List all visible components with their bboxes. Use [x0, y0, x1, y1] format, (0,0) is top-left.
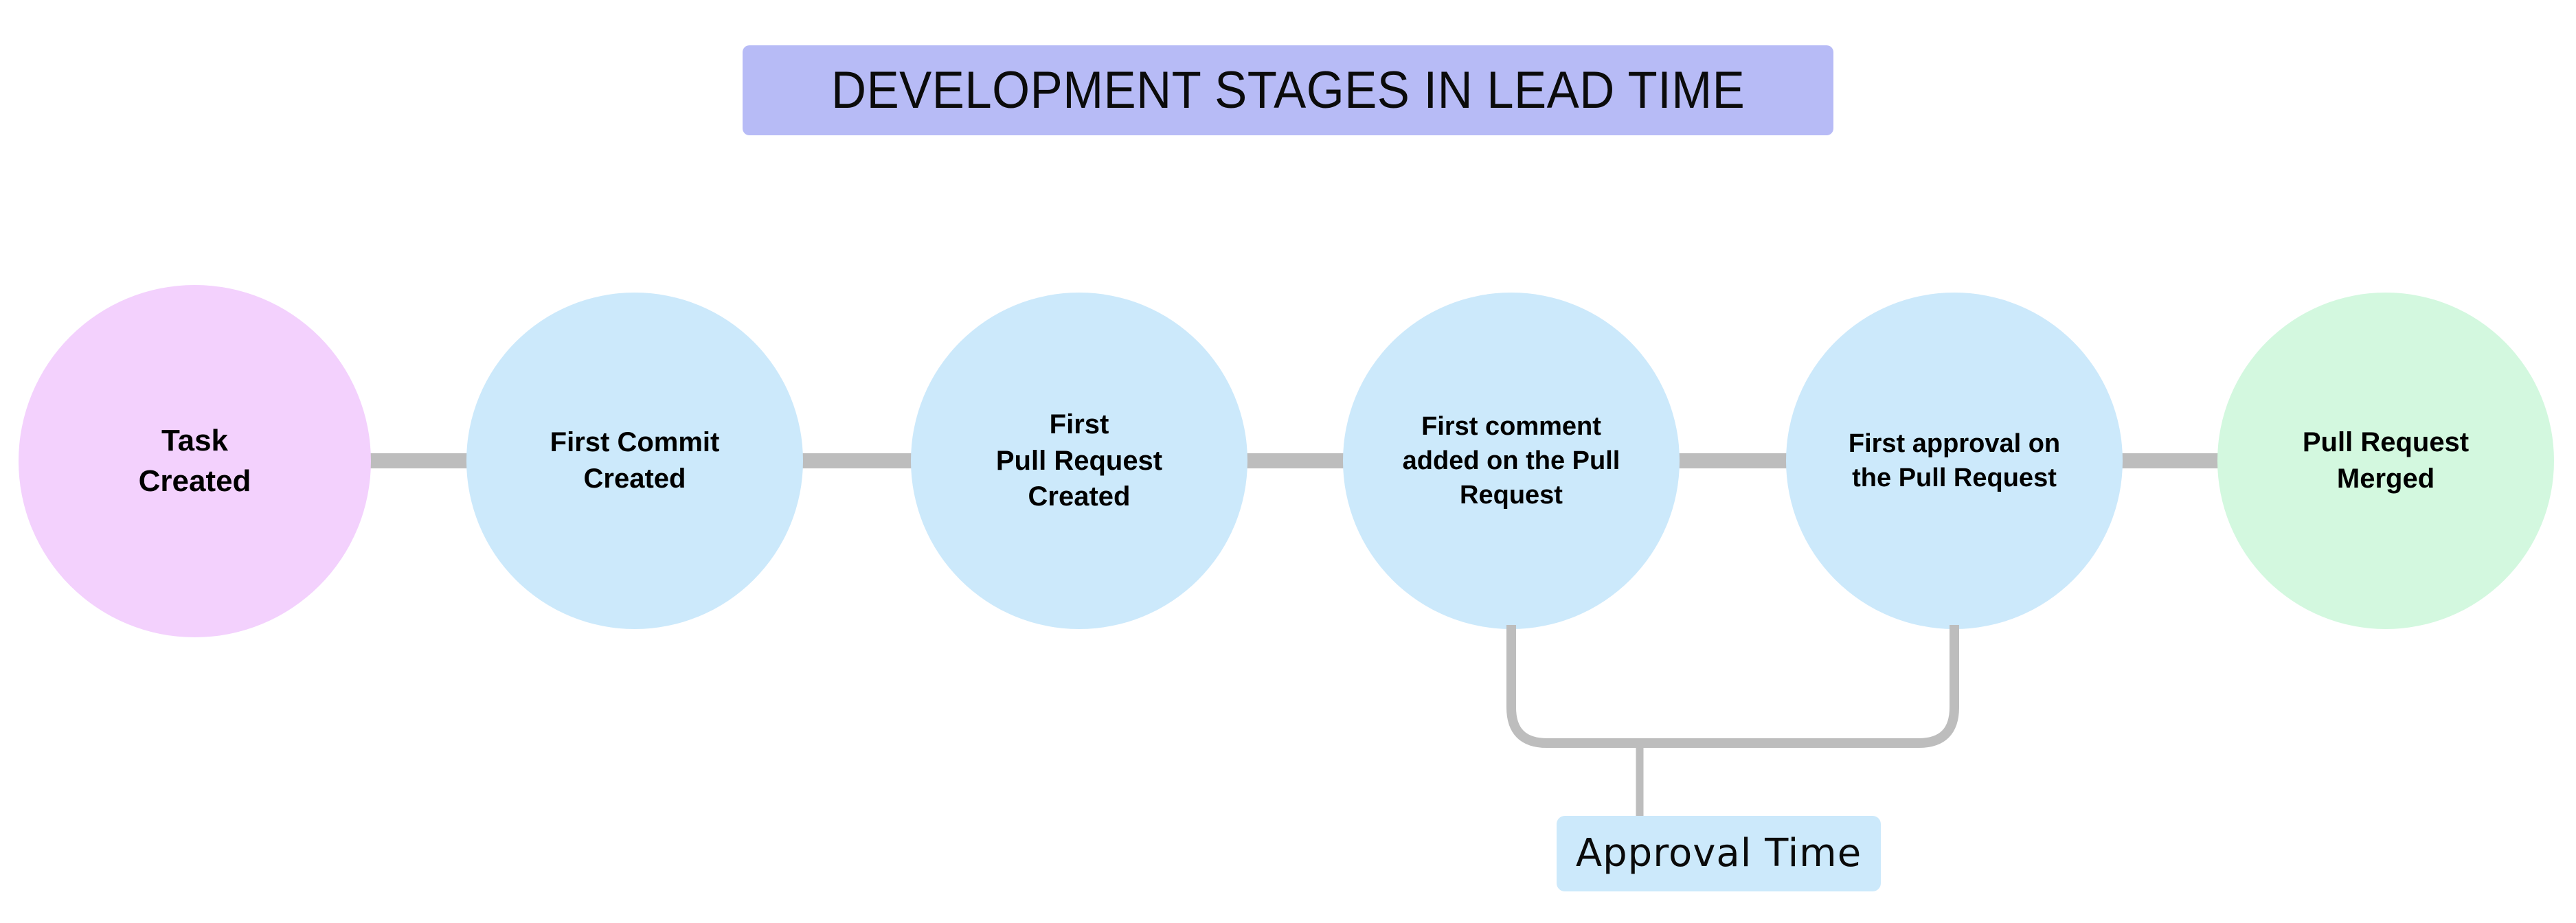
approval-time-chip[interactable]: Approval Time [1557, 816, 1881, 891]
node-label-first-comment-on-pull-request: First comment added on the Pull Request [1402, 411, 1620, 510]
node-first-pull-request-created[interactable]: First Pull Request Created [911, 293, 1247, 629]
node-label-task-created: Task Created [138, 424, 251, 498]
connector-approval-to-merged [2116, 453, 2233, 468]
node-label-first-commit-created: First Commit Created [550, 427, 720, 494]
connector-commit-to-pr [797, 453, 914, 468]
connector-pr-to-comment [1241, 453, 1357, 468]
node-pull-request-merged[interactable]: Pull Request Merged [2217, 293, 2554, 629]
approval-time-label: Approval Time [1575, 831, 1862, 876]
connector-task-to-commit [361, 453, 477, 468]
node-first-comment-on-pull-request[interactable]: First comment added on the Pull Request [1343, 293, 1680, 629]
node-task-created[interactable]: Task Created [19, 285, 371, 637]
connector-comment-to-approval [1676, 453, 1793, 468]
diagram-title-banner: DEVELOPMENT STAGES IN LEAD TIME [743, 45, 1833, 135]
bracket-path [1506, 625, 1959, 748]
approval-time-bracket [1506, 625, 1959, 817]
node-label-first-pull-request-created: First Pull Request Created [995, 409, 1163, 512]
node-label-pull-request-merged: Pull Request Merged [2302, 427, 2470, 494]
node-first-commit-created[interactable]: First Commit Created [466, 293, 803, 629]
node-first-approval-on-pull-request[interactable]: First approval on the Pull Request [1786, 293, 2123, 629]
page-title: DEVELOPMENT STAGES IN LEAD TIME [831, 60, 1745, 119]
node-label-first-approval-on-pull-request: First approval on the Pull Request [1848, 429, 2061, 492]
